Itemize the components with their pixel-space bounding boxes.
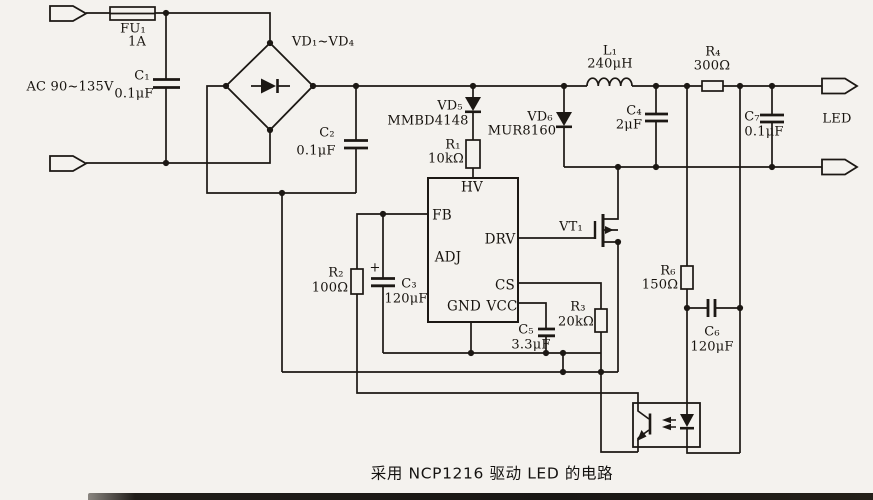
inductor-l1 <box>586 77 633 87</box>
cap-c7 <box>760 113 784 124</box>
vd6-value-label: MUR8160 <box>487 123 557 139</box>
wire-vd6-rail <box>563 86 822 168</box>
resistor-r3 <box>594 308 608 333</box>
bridge-ref-label: VD₁~VD₄ <box>291 34 355 50</box>
c6-ref-label: C₆ <box>704 324 720 340</box>
r6-value-label: 150Ω <box>641 277 679 293</box>
c1-ref-label: C₁ <box>134 68 150 84</box>
c7-ref-label: C₇ <box>744 109 760 125</box>
bridge-rectifier <box>224 41 315 132</box>
r2-ref-label: R₂ <box>328 265 344 281</box>
fu1-ref-label: FU₁ <box>120 21 146 37</box>
vd6-ref-label: VD₆ <box>527 109 553 125</box>
ic-pin-adj: ADJ <box>434 249 462 266</box>
page-edge-shadow <box>88 493 873 500</box>
r1-ref-label: R₁ <box>445 137 461 153</box>
optocoupler <box>632 402 701 448</box>
opto-led <box>680 414 694 427</box>
c5-value-label: 3.3μF <box>511 337 551 353</box>
vd5-value-label: MMBD4148 <box>387 113 469 129</box>
junction-dots <box>162 9 776 376</box>
fu1-value-label: 1A <box>127 34 147 50</box>
terminal-ac-bottom <box>49 155 88 172</box>
cap-c3-electrolytic <box>371 277 395 288</box>
c7-value-label: 0.1μF <box>744 124 784 140</box>
r4-ref-label: R₄ <box>705 44 721 60</box>
l1-ref-label: L₁ <box>602 43 618 59</box>
resistor-r1 <box>465 139 481 169</box>
r3-value-label: 20kΩ <box>558 314 594 330</box>
ic-pin-vcc: VCC <box>486 298 518 315</box>
resistor-r4 <box>701 80 724 92</box>
wire-sense-loop <box>686 86 741 454</box>
figure-caption: 采用 NCP1216 驱动 LED 的电路 <box>370 464 614 483</box>
ic-pin-hv: HV <box>461 179 483 196</box>
c3-value-label: 120μF <box>384 291 428 307</box>
wire-bridge-outputs <box>206 85 822 372</box>
opto-emitter-arrow <box>637 430 647 441</box>
vt1-ref-label: VT₁ <box>559 219 583 235</box>
diode-vd5 <box>465 97 481 114</box>
r2-value-label: 100Ω <box>311 280 349 296</box>
c5-ref-label: C₅ <box>518 322 534 338</box>
ic-pin-fb: FB <box>432 207 452 224</box>
c4-value-label: 2μF <box>615 117 643 133</box>
wire-fb-r2-opto <box>356 213 639 403</box>
cap-c6 <box>706 299 717 317</box>
c3-ref-label: C₃ <box>401 276 417 292</box>
terminal-led-bottom <box>821 158 859 176</box>
c4-ref-label: C₄ <box>626 103 642 119</box>
r3-ref-label: R₃ <box>570 299 586 315</box>
diode-vd6 <box>556 112 572 129</box>
wire-cs-r3 <box>518 282 602 309</box>
c6-value-label: 120μF <box>690 339 734 355</box>
wire-ac-input <box>86 12 271 164</box>
resistor-r6 <box>680 265 694 290</box>
cap-c5 <box>538 327 555 338</box>
r1-value-label: 10kΩ <box>428 151 464 167</box>
c2-value-label: 0.1μF <box>296 143 336 159</box>
ic-pin-drv: DRV <box>484 231 516 248</box>
c3-polarity-label: + <box>369 260 381 276</box>
ic-pin-gnd: GND <box>446 298 482 315</box>
resistor-r2 <box>350 268 364 295</box>
wire-ground-net <box>282 242 638 453</box>
r4-value-label: 300Ω <box>693 58 731 74</box>
ic-pin-cs: CS <box>495 277 515 294</box>
ac-input-label: AC 90~135V <box>26 79 114 95</box>
fuse-fu1 <box>109 6 156 21</box>
ic-ncp1216-body <box>427 177 519 323</box>
vd5-ref-label: VD₅ <box>437 98 463 114</box>
wire-opto-transistor-leads <box>637 403 650 452</box>
l1-value-label: 240μH <box>587 56 633 72</box>
r6-ref-label: R₆ <box>660 263 676 279</box>
c1-value-label: 0.1μF <box>114 86 154 102</box>
cap-c1 <box>153 78 180 89</box>
led-output-label: LED <box>822 111 852 127</box>
mosfet-vt1 <box>593 214 614 247</box>
c2-ref-label: C₂ <box>319 125 335 141</box>
terminal-ac-top <box>49 5 88 22</box>
terminal-led-top <box>821 77 859 95</box>
cap-c2 <box>344 139 368 150</box>
cap-c4 <box>645 112 668 123</box>
